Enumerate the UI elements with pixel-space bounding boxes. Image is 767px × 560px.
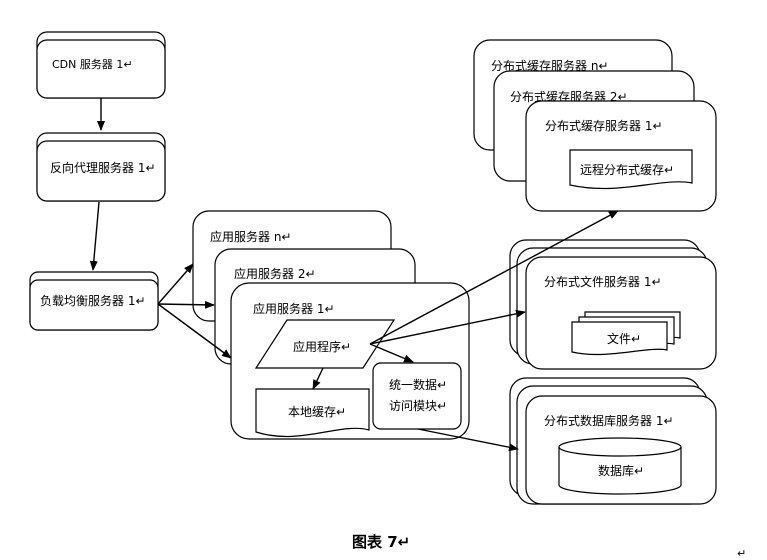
cache-server-1-node: 分布式缓存服务器 1↵ 远程分布式缓存↵	[525, 100, 717, 212]
cache-server-2-label: 分布式缓存服务器 2↵	[510, 89, 628, 104]
database-cylinder-icon	[558, 437, 682, 495]
arrow-proxy-to-lb	[89, 201, 100, 271]
arrow-app-to-data-access	[369, 343, 414, 363]
database-label: 数据库↵	[598, 463, 644, 478]
arrow-app-to-file	[369, 309, 526, 345]
app-program-node: 应用程序↵	[254, 319, 396, 369]
file-server-node: 分布式文件服务器 1↵ 文件↵	[509, 239, 717, 370]
figure-caption: 图表 7↵	[352, 533, 410, 551]
file-document-icon	[571, 311, 681, 356]
arrow-lb-to-app-2	[157, 300, 215, 309]
connector-arrows	[89, 98, 619, 452]
db-server-node: 分布式数据库服务器 1↵ 数据库↵	[509, 377, 717, 505]
data-access-label-line2: 访问模块↵	[389, 399, 447, 413]
arrow-app-to-cache	[369, 210, 619, 345]
cdn-server-node: CDN 服务器 1↵	[36, 31, 166, 99]
arrow-lb-to-app-1	[157, 303, 232, 359]
load-balancer-label: 负载均衡服务器 1↵	[40, 293, 146, 308]
file-label: 文件↵	[607, 331, 641, 346]
arrow-app-to-local-cache	[312, 367, 324, 390]
arrow-lb-to-app-n	[157, 263, 194, 305]
load-balancer-node: 负载均衡服务器 1↵	[29, 271, 159, 331]
paragraph-mark: ↵	[737, 547, 746, 560]
db-server-label: 分布式数据库服务器 1↵	[544, 413, 674, 428]
data-access-label-line1: 统一数据↵	[389, 377, 447, 392]
local-cache-label: 本地缓存↵	[288, 405, 346, 419]
app-server-1-label: 应用服务器 1↵	[253, 301, 335, 316]
file-server-label: 分布式文件服务器 1↵	[544, 274, 662, 289]
arrow-data-access-to-db	[417, 428, 519, 452]
local-cache-node: 本地缓存↵	[255, 388, 370, 438]
app-program-label: 应用程序↵	[293, 339, 351, 354]
cache-server-1-label: 分布式缓存服务器 1↵	[545, 118, 663, 133]
reverse-proxy-node: 反向代理服务器 1↵	[36, 132, 166, 202]
cache-server-n-label: 分布式缓存服务器 n↵	[491, 58, 608, 73]
app-server-n-label: 应用服务器 n↵	[210, 229, 291, 244]
cdn-server-label: CDN 服务器 1↵	[52, 58, 133, 71]
reverse-proxy-label: 反向代理服务器 1↵	[50, 160, 156, 175]
data-access-module-node: 统一数据↵ 访问模块↵	[372, 362, 462, 430]
app-server-2-label: 应用服务器 2↵	[234, 266, 316, 281]
remote-cache-label: 远程分布式缓存↵	[580, 162, 674, 177]
